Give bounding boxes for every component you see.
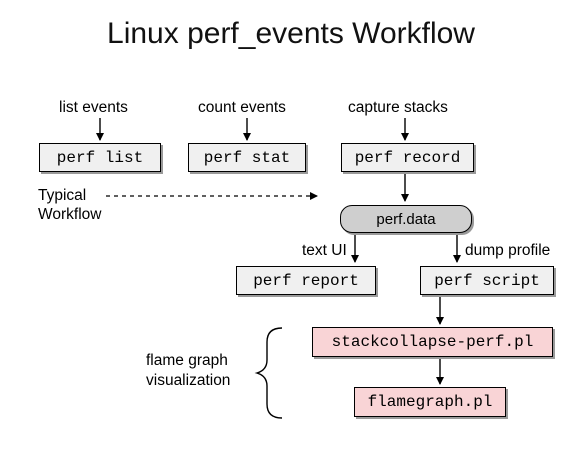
flame-graph-brace xyxy=(254,327,283,419)
label-list-events: list events xyxy=(59,99,128,116)
label-typical-workflow-line1: Typical xyxy=(38,187,87,204)
node-perf-list: perf list xyxy=(39,143,161,172)
label-count-events: count events xyxy=(198,99,286,116)
label-text-ui: text UI xyxy=(302,242,347,259)
label-typical-workflow-line2: Workflow xyxy=(38,206,102,223)
node-perf-report: perf report xyxy=(236,266,376,295)
node-perf-script: perf script xyxy=(420,266,554,295)
node-perf-record: perf record xyxy=(341,143,474,172)
label-flame-graph-line1: flame graph xyxy=(146,352,228,369)
node-flamegraph: flamegraph.pl xyxy=(354,387,506,417)
label-capture-stacks: capture stacks xyxy=(348,99,448,116)
page-title: Linux perf_events Workflow xyxy=(107,17,475,50)
label-dump-profile: dump profile xyxy=(465,242,551,259)
arrow-data-to-script xyxy=(450,231,461,263)
node-perf-data: perf.data xyxy=(340,205,472,233)
node-perf-stat: perf stat xyxy=(188,143,306,172)
node-stackcollapse: stackcollapse-perf.pl xyxy=(312,327,553,357)
arrow-data-to-report xyxy=(351,231,362,263)
label-flame-graph-line2: visualization xyxy=(146,372,231,389)
